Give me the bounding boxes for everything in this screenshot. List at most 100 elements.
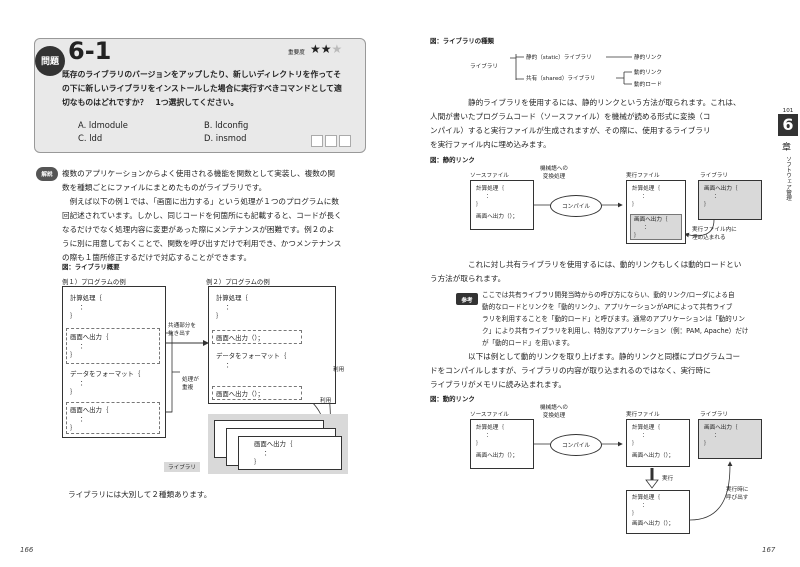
- figure-title: 図：ライブラリの種類: [430, 37, 494, 45]
- closing-text: ライブラリには大別して２種類あります。: [68, 490, 212, 499]
- exec-calc: 計算処理｛ ： ｝: [632, 186, 660, 208]
- paragraph-2: これに対し共有ライブラリを使用するには、動的リンクもしくは動的ロードとい う方法…: [430, 260, 742, 283]
- format-func: データをフォーマット｛ ： ｝: [70, 370, 141, 396]
- answer-checkbox[interactable]: [339, 135, 351, 147]
- paragraph-3: 以下は例として動的リンクを取り上げます。静的リンクと同様にプログラムコー ドをコ…: [430, 352, 741, 389]
- example2-program-box: [208, 286, 336, 404]
- compile-process: [550, 195, 602, 217]
- embedded-library: [630, 214, 682, 240]
- library-box: [698, 419, 762, 459]
- chapter-number: 6: [778, 114, 798, 136]
- library-code: 画面へ出力｛ ： ｝: [704, 186, 738, 208]
- answer-checkbox[interactable]: [311, 135, 323, 147]
- example1-label: 例１）プログラムの例: [62, 278, 126, 286]
- choice-c[interactable]: C. ldd: [78, 133, 103, 143]
- common-extract-note: 共通部分を 抜き出す: [168, 323, 196, 337]
- dynamic-load: 動的ロード: [634, 82, 662, 88]
- library-box: [698, 180, 762, 220]
- library-code: 画面へ出力｛ ： ｝: [704, 425, 738, 447]
- figure-title: 図：静的リンク: [430, 156, 475, 164]
- figure-title: 図：ライブラリ概要: [62, 263, 120, 271]
- example2-label: 例２）プログラムの例: [206, 278, 270, 286]
- reference-label: 参考: [461, 298, 473, 304]
- library-types-lines: [510, 54, 632, 85]
- choice-a[interactable]: A. ldmodule: [78, 120, 128, 130]
- use-label: 利用: [333, 367, 345, 373]
- run-label: 実行: [662, 476, 674, 482]
- problem-box: [34, 38, 366, 153]
- exec-file-label: 実行ファイル: [626, 412, 660, 418]
- embed-note: 実行ファイル内に 埋め込まれる: [692, 227, 737, 241]
- right-page: 図：ライブラリの種類 ライブラリ 静的（static）ライブラリ 共有（shar…: [400, 0, 800, 567]
- paragraph-1: 静的ライブラリを使用するには、静的リンクという方法が取られます。これは、 人間が…: [430, 98, 741, 149]
- screen-call-block-2: [212, 386, 302, 400]
- use-label-2: 利用: [320, 398, 332, 404]
- problem-label: 問題: [40, 57, 59, 67]
- problem-badge: [35, 46, 65, 76]
- choice-d[interactable]: D. insmod: [204, 133, 247, 143]
- chapter-number-small: 101: [782, 108, 794, 114]
- star-empty-icon: ★: [331, 42, 343, 56]
- calc-func-2: 計算処理｛ ： ｝: [216, 294, 248, 320]
- source-file-label: ソースファイル: [470, 173, 509, 179]
- library-root: ライブラリ: [470, 64, 498, 70]
- library-screen-func: 画面へ出力｛ ： ｝: [254, 440, 293, 466]
- source-file-box: [470, 419, 534, 469]
- source-code: 計算処理｛ ： ｝ 画面へ出力（）；: [476, 186, 518, 220]
- runtime-call-note: 実行時に 呼び出す: [726, 487, 749, 501]
- library-label: ライブラリ: [700, 412, 728, 418]
- question-text: 既存のライブラリのバージョンをアップしたり、新しいディレクトリを作ってそ の下に…: [62, 68, 362, 110]
- compile-label: コンパイル: [562, 204, 590, 210]
- calc-func: 計算処理｛ ： ｝: [70, 294, 102, 320]
- static-link: 静的リンク: [634, 55, 662, 61]
- library-label: ライブラリ: [700, 173, 728, 179]
- question-line: 既存のライブラリのバージョンをアップしたり、新しいディレクトリを作ってそ: [62, 70, 342, 79]
- machine-lang-label: 機械語への 変換処理: [540, 405, 568, 419]
- exec-file-label: 実行ファイル: [626, 173, 660, 179]
- static-library: 静的（static）ライブラリ: [526, 55, 592, 61]
- reference-badge: [456, 293, 478, 305]
- screen-func-2: 画面へ出力｛ ： ｝: [70, 406, 109, 432]
- dynamic-link: 動的リンク: [634, 70, 662, 76]
- exec-file-box: [626, 419, 690, 467]
- reference-text: ここでは共有ライブラリ開発当時からの呼び方にならい、動的リンク/ローダによる自 …: [482, 291, 749, 347]
- explanation-text: 複数のアプリケーションからよく使用される機能を関数として実装し、複数の関 数を種…: [62, 169, 342, 262]
- compile-process: [550, 434, 602, 456]
- screen-call-block: [212, 330, 302, 344]
- question-line: の下に新しいライブラリをインストールした場合に実行すべきコマンドとして適: [62, 84, 342, 93]
- compile-label: コンパイル: [562, 443, 590, 449]
- star-filled-icon: ★★: [310, 42, 332, 56]
- left-page: 問題 6-1 重要度 ★★★ 既存のライブラリのバージョンをアップしたり、新しい…: [20, 37, 366, 554]
- source-file-box: [470, 180, 534, 230]
- explanation-label: 解説: [41, 172, 53, 178]
- choice-b[interactable]: B. ldconfig: [204, 120, 249, 130]
- screen-call-2: 画面へ出力（）；: [216, 390, 264, 398]
- figure-title: 図：動的リンク: [430, 395, 475, 403]
- screen-call: 画面へ出力（）；: [216, 334, 264, 342]
- library-tag: ライブラリ: [164, 462, 200, 472]
- importance-label: 重要度: [288, 50, 305, 56]
- page-number: 167: [762, 546, 776, 554]
- memory-code: 計算処理｛ ： ｝ 画面へ出力（）；: [632, 495, 674, 527]
- question-line: 切なものはどれですか？ 1つ選択してください。: [62, 98, 239, 107]
- importance-stars: ★★★: [310, 42, 342, 56]
- page-number: 166: [20, 546, 34, 554]
- source-code: 計算処理｛ ： ｝ 画面へ出力（）；: [476, 425, 518, 459]
- static-link-arrows: [534, 202, 715, 238]
- explanation-badge: [36, 167, 58, 181]
- screen-func-block-2: [66, 402, 160, 434]
- screen-func: 画面へ出力｛ ： ｝: [70, 333, 109, 359]
- dynamic-link-arrows: [534, 441, 733, 521]
- embedded-code: 画面へ出力｛ ： ｝: [634, 217, 668, 239]
- overview-arrows: [162, 332, 333, 441]
- example1-program-box: [62, 286, 166, 438]
- source-file-label: ソースファイル: [470, 412, 509, 418]
- screen-func-block: [66, 328, 160, 364]
- duplicate-note: 処理が 重複: [182, 377, 199, 391]
- chapter-title: ソフトウェア管理: [785, 156, 791, 201]
- library-card-front: [238, 436, 342, 470]
- machine-lang-label: 機械語への 変換処理: [540, 166, 568, 180]
- answer-checkbox[interactable]: [325, 135, 337, 147]
- memory-process-box: [626, 490, 690, 534]
- format-func-2: データをフォーマット｛ ：: [216, 352, 287, 369]
